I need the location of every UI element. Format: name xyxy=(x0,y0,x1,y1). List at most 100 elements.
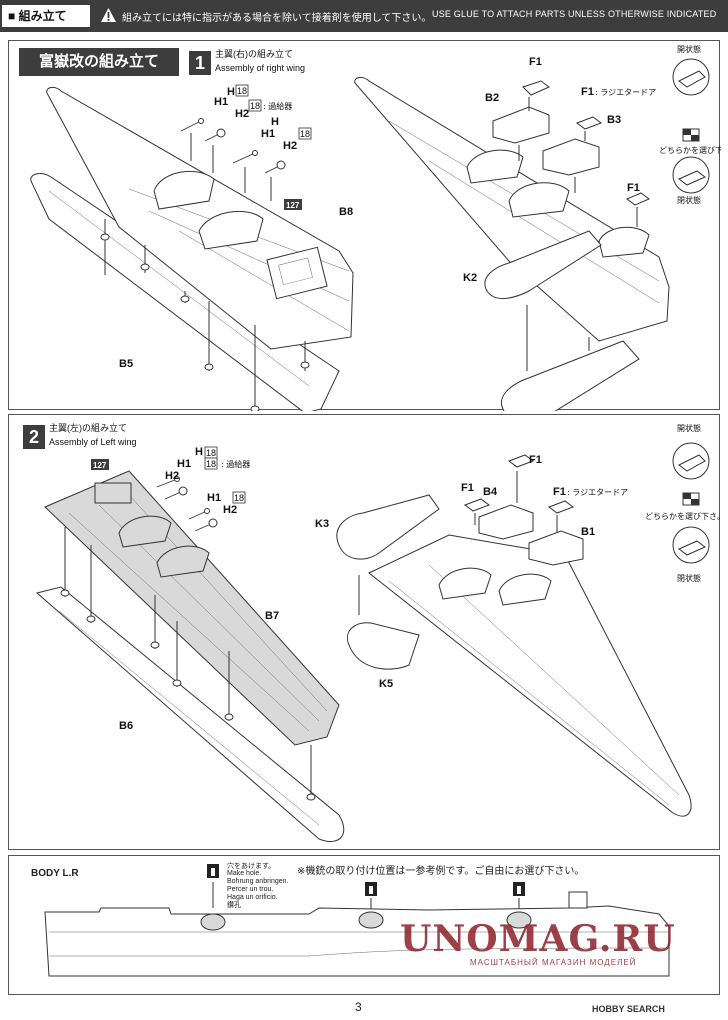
choice-icon-2 xyxy=(682,492,700,506)
warning-text-en: USE GLUE TO ATTACH PARTS UNLESS OTHERWIS… xyxy=(432,9,717,19)
step2-title-jp: 主翼(左)の組み立て xyxy=(49,423,127,433)
hole-note-jp: 穴をあけます。 xyxy=(227,862,276,870)
label-h2b-2: H2 xyxy=(223,504,237,516)
hobby-search-credit: HOBBY SEARCH xyxy=(592,1004,665,1014)
step2-number: 2 xyxy=(23,425,45,449)
page-number: 3 xyxy=(355,1000,362,1014)
label-k2: K2 xyxy=(463,272,477,284)
body-title: BODY L.R xyxy=(31,868,79,879)
step2-diagram: H 18 H1 18 : 過給器 H2 H1 18 H2 127 B7 B6 xyxy=(35,423,721,842)
label-h1b: H1 xyxy=(261,128,275,140)
label-h1-2: H1 xyxy=(177,458,191,470)
option-choose-label: どちらかを選び下さ。 xyxy=(659,145,721,155)
body-panel: BODY L.R 穴をあけます。 Make hole. Bohrung anbr… xyxy=(8,855,720,995)
option-open-label-2: 開状態 xyxy=(677,423,701,433)
step2-panel: 2 主翼(左)の組み立て Assembly of Left wing xyxy=(8,414,721,850)
model-title: 富嶽改の組み立て xyxy=(19,48,179,76)
option-open-icon-2 xyxy=(672,442,710,480)
label-k5: K5 xyxy=(379,678,393,690)
drill-icons xyxy=(207,864,525,912)
watermark-main: UNOMAG.RU xyxy=(400,918,676,960)
label-f1b-2: F1 xyxy=(461,482,474,494)
label-b8: B8 xyxy=(339,206,353,218)
label-b4: B4 xyxy=(483,486,498,498)
option-closed-label-2: 閉状態 xyxy=(677,573,701,583)
exhaust-parts xyxy=(180,118,286,201)
step1-title-en: Assembly of right wing xyxy=(215,63,306,73)
label-h1: H1 xyxy=(214,96,228,108)
section-title: ■ 組み立て xyxy=(2,5,90,27)
hole-note-en-0: Make hole. xyxy=(227,870,262,877)
wing-lower-b6 xyxy=(35,586,345,842)
body-diagram xyxy=(44,864,670,977)
gun-position-note: ※機銃の取り付け位置は一参考例です。ご自由にお選び下さい。 xyxy=(297,866,585,877)
wing-upper-b7 xyxy=(44,470,340,746)
decal-127-2: 127 xyxy=(93,461,107,470)
fuselage-side xyxy=(44,891,670,977)
radiator-k5 xyxy=(347,575,420,670)
label-turbo-2: : 過給器 xyxy=(221,459,250,469)
label-f1c-2: F1 xyxy=(553,486,566,498)
pins-group-2 xyxy=(60,527,316,801)
label-f1a-2: F1 xyxy=(529,454,542,466)
decal-127: 127 xyxy=(286,201,300,210)
label-h2: H2 xyxy=(235,108,249,120)
label-f1c: F1 xyxy=(627,182,640,194)
label-b6: B6 xyxy=(119,720,133,732)
label-b7: B7 xyxy=(265,610,279,622)
radiator-k3 xyxy=(336,494,440,560)
nacelle-parts xyxy=(492,80,650,227)
label-h2b: H2 xyxy=(283,140,297,152)
hole-note-en-4: 鑽孔 xyxy=(227,902,241,909)
hole-note-en-2: Percer un trou. xyxy=(227,886,274,893)
option-open-label: 開状態 xyxy=(677,44,701,54)
option-closed-icon-2 xyxy=(672,526,710,564)
warning-text-jp: 組み立てには特に指示がある場合を除いて接着剤を使用して下さい。 xyxy=(122,13,432,24)
label-h: H xyxy=(227,86,235,98)
option-closed-label: 閉状態 xyxy=(677,195,701,205)
hole-note-en-3: Haga un orificio. xyxy=(227,894,278,901)
label-b5: B5 xyxy=(119,358,133,370)
label-h1-box: 18 xyxy=(250,101,260,111)
warning-icon xyxy=(101,8,116,22)
label-h1-box-2: 18 xyxy=(206,459,216,469)
label-h1b-box: 18 xyxy=(300,129,310,139)
label-h-box: 18 xyxy=(237,86,247,96)
label-b1: B1 xyxy=(581,526,595,538)
label-f1b: F1 xyxy=(581,86,594,98)
radiator-k4 xyxy=(501,305,640,411)
step1-diagram: H 18 H1 H2 18 : 過給器 H1 H 18 H2 127 B8 B5 xyxy=(30,44,721,411)
label-radiator: : ラジエタードア xyxy=(595,88,656,97)
nacelle-parts-2 xyxy=(463,454,584,566)
radiator-k2 xyxy=(484,230,602,299)
exhaust-parts-2 xyxy=(156,476,218,532)
watermark-sub: МАСШТАБНЫЙ МАГАЗИН МОДЕЛЕЙ xyxy=(470,958,637,967)
option-open-icon xyxy=(672,58,710,96)
label-h1b-2: H1 xyxy=(207,492,221,504)
option-closed-icon xyxy=(672,156,710,194)
label-k3: K3 xyxy=(315,518,329,530)
assembled-wing-right xyxy=(354,76,670,342)
label-h-b: H xyxy=(271,116,279,128)
label-turbo: : 過給器 xyxy=(263,101,292,111)
step1-title-jp: 主翼(右)の組み立て xyxy=(215,49,293,59)
step1-number: 1 xyxy=(189,51,211,75)
header-bar: ■ 組み立て 組み立てには特に指示がある場合を除いて接着剤を使用して下さい。 U… xyxy=(0,0,728,32)
assembled-wing-left xyxy=(368,534,692,817)
option-choose-label-2: どちらかを選び下さ。 xyxy=(645,511,721,521)
hole-note: 穴をあけます。 Make hole. Bohrung anbringen. Pe… xyxy=(227,862,289,910)
step1-panel: 富嶽改の組み立て 1 主翼(右)の組み立て Assembly of right … xyxy=(8,40,721,411)
label-b3: B3 xyxy=(607,114,621,126)
label-h-2: H xyxy=(195,446,203,458)
label-b2: B2 xyxy=(485,92,499,104)
pins-group xyxy=(100,219,310,411)
label-h1b-box-2: 18 xyxy=(234,493,244,503)
label-h-box-2: 18 xyxy=(206,448,216,458)
wing-upper-b8 xyxy=(46,86,354,350)
label-f1a: F1 xyxy=(529,56,542,68)
label-h2-2: H2 xyxy=(165,470,179,482)
label-radiator-2: : ラジエタードア xyxy=(567,488,628,497)
step2-title-en: Assembly of Left wing xyxy=(49,437,137,447)
hole-note-en-1: Bohrung anbringen. xyxy=(227,878,289,885)
choice-icon xyxy=(682,128,700,142)
